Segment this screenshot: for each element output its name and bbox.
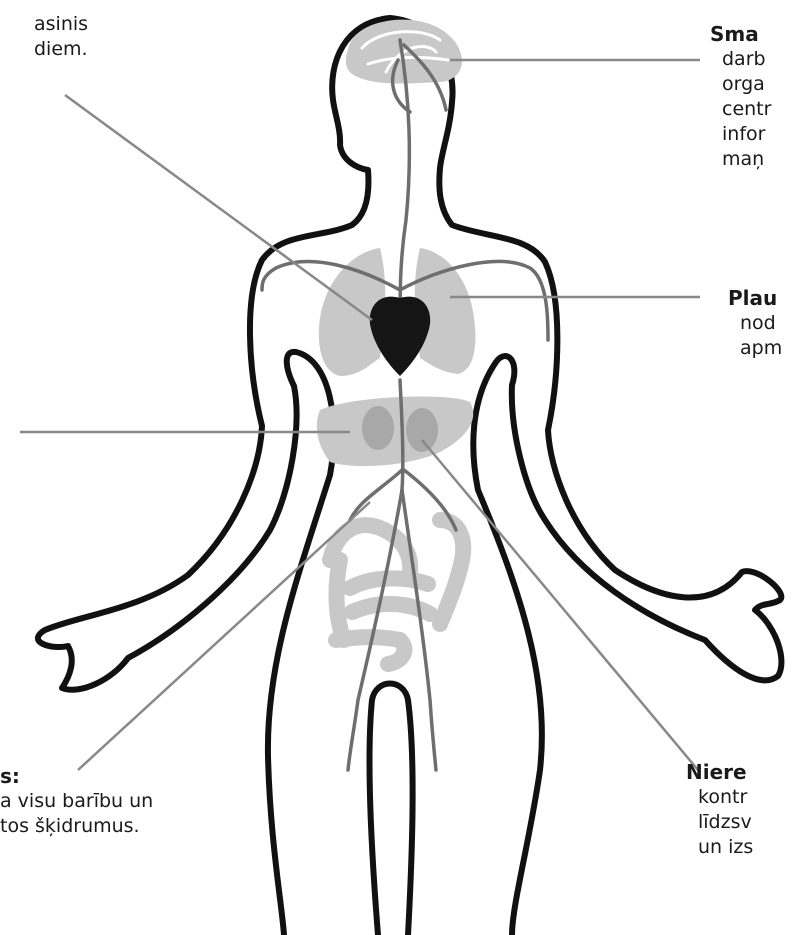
label-intestines: s: a visu barību un tos šķidrumus.: [0, 764, 153, 839]
left-kidney: [362, 406, 394, 450]
label-brain-line: orga: [710, 72, 771, 97]
label-intestines-line: tos šķidrumus.: [0, 814, 153, 839]
leg-inner-outline: [370, 684, 413, 935]
intestines-shape: [330, 520, 463, 664]
label-kidneys-line: un izs: [686, 835, 753, 860]
label-heart: asinis diem.: [34, 12, 88, 62]
leader-line-heart: [65, 95, 372, 320]
label-brain-line: infor: [710, 122, 771, 147]
label-kidneys-line: kontr: [686, 785, 753, 810]
label-brain-title: Sma: [710, 22, 771, 47]
label-lungs-line: nod: [728, 311, 782, 336]
label-intestines-title: s:: [0, 764, 153, 789]
label-kidneys: Niere kontr līdzsv un izs: [686, 760, 753, 860]
right-kidney: [406, 408, 438, 452]
label-brain-line: centr: [710, 97, 771, 122]
label-brain-line: darb: [710, 47, 771, 72]
label-brain: Sma darb orga centr infor maņ: [710, 22, 771, 172]
label-lungs-line: apm: [728, 336, 782, 361]
label-intestines-line: a visu barību un: [0, 789, 153, 814]
label-lungs-title: Plau: [728, 286, 782, 311]
heart-shape: [370, 297, 430, 376]
label-kidneys-line: līdzsv: [686, 810, 753, 835]
label-heart-line: diem.: [34, 37, 88, 62]
label-heart-line: asinis: [34, 12, 88, 37]
label-lungs: Plau nod apm: [728, 286, 782, 361]
label-kidneys-title: Niere: [686, 760, 753, 785]
leader-line-intestines: [78, 502, 370, 770]
label-brain-line: maņ: [710, 147, 771, 172]
